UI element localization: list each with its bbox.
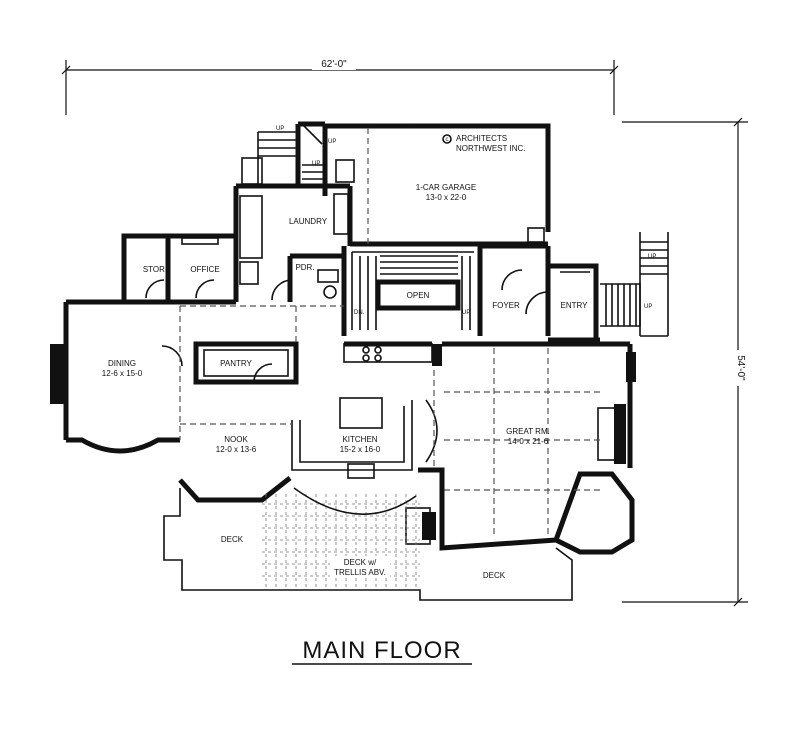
- pantry-name: PANTRY: [220, 359, 252, 368]
- foyer-entry: FOYER ENTRY: [480, 243, 600, 343]
- copyright-line1: ARCHITECTS: [456, 134, 507, 143]
- pantry: PANTRY: [193, 341, 299, 385]
- plan-title-text: MAIN FLOOR: [302, 637, 461, 664]
- up-label-5: UP: [648, 254, 656, 260]
- kitchen: KITCHEN 15-2 x 16-0: [291, 341, 442, 479]
- open-name: OPEN: [407, 291, 430, 300]
- great-room: GREAT RM. 14-0 x 21-6: [405, 341, 636, 555]
- main-stair: OPEN DN. UP: [341, 246, 483, 336]
- entry-name: ENTRY: [561, 301, 589, 310]
- stor-office: STOR. OFFICE: [121, 233, 236, 302]
- up-label-4: UP: [462, 310, 470, 316]
- deck-left-name: DECK: [221, 535, 244, 544]
- stor-name: STOR.: [143, 265, 167, 274]
- kitchen-size: 15-2 x 16-0: [340, 445, 381, 454]
- powder-room: PDR.: [271, 253, 344, 302]
- copyright-line2: NORTHWEST INC.: [456, 144, 525, 153]
- garage-name: 1-CAR GARAGE: [416, 183, 476, 192]
- laundry: LAUNDRY: [233, 186, 353, 302]
- kitchen-name: KITCHEN: [342, 435, 377, 444]
- depth-dimension-label: 54'-0": [735, 355, 746, 381]
- nook: NOOK 12-0 x 13-6: [178, 423, 292, 503]
- decks: DECK DECK w/ TRELLIS ABV. DECK: [163, 487, 573, 601]
- pdr-name: PDR.: [295, 263, 314, 272]
- dining-size: 12-6 x 15-0: [102, 369, 143, 378]
- depth-dimension: 54'-0": [622, 117, 748, 607]
- trellis-hatch: [262, 494, 420, 590]
- nook-name: NOOK: [224, 435, 248, 444]
- great-room-size: 14-0 x 21-6: [508, 437, 549, 446]
- garage-size: 13-0 x 22-0: [426, 193, 467, 202]
- width-dimension: 62'-0": [61, 56, 619, 115]
- office-name: OFFICE: [190, 265, 219, 274]
- nook-size: 12-0 x 13-6: [216, 445, 257, 454]
- dining-name: DINING: [108, 359, 136, 368]
- width-dimension-label: 62'-0": [321, 59, 347, 70]
- garage: c ARCHITECTS NORTHWEST INC. 1-CAR GARAGE…: [322, 123, 551, 247]
- service-stairs: UP UP UP: [236, 121, 350, 189]
- deck-trellis-line1: DECK w/: [344, 558, 377, 567]
- great-room-name: GREAT RM.: [506, 427, 550, 436]
- up-label-2: UP: [328, 139, 336, 145]
- deck-right-name: DECK: [483, 571, 506, 580]
- laundry-name: LAUNDRY: [289, 217, 328, 226]
- plan-title: MAIN FLOOR: [292, 637, 472, 665]
- deck-trellis-line2: TRELLIS ABV.: [334, 568, 386, 577]
- dn-label: DN.: [354, 310, 365, 316]
- up-label-6: UP: [644, 304, 652, 310]
- copyright-symbol: c: [446, 137, 449, 143]
- dining: DINING 12-6 x 15-0: [50, 299, 236, 454]
- exterior-stair: UP UP: [600, 232, 669, 337]
- up-label-1: UP: [276, 126, 284, 132]
- foyer-name: FOYER: [492, 301, 520, 310]
- up-label-3: UP: [312, 161, 320, 167]
